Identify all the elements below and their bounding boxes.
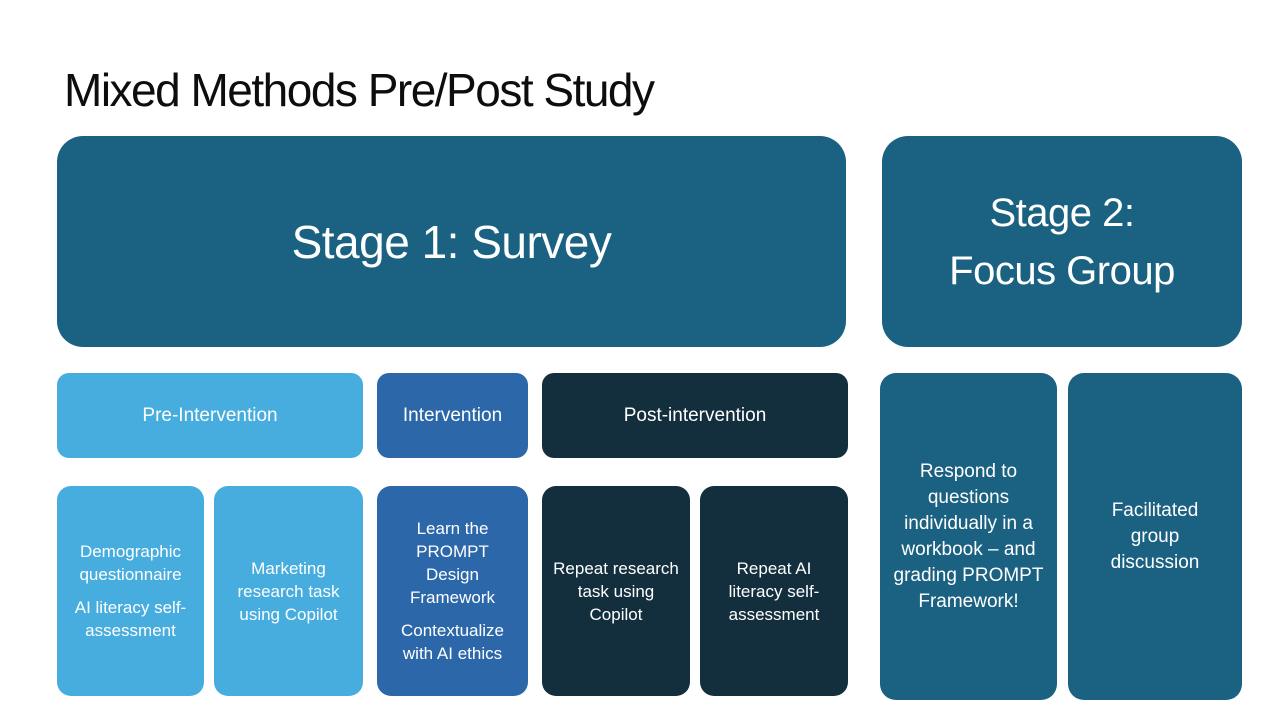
stage2-label-line1: Stage 2: [989, 190, 1135, 235]
phase-post-intervention: Post-intervention [542, 373, 848, 458]
card-marketing-text: Marketing research task using Copilot [237, 558, 340, 624]
phase-post-intervention-label: Post-intervention [623, 404, 767, 426]
stage1-label: Stage 1: Survey [291, 215, 612, 268]
phase-intervention-label: Intervention [402, 404, 503, 426]
stage1-survey-banner: Stage 1: Survey [57, 136, 846, 347]
card-marketing-research-task: Marketing research task using Copilot [214, 486, 363, 696]
slide-title: Mixed Methods Pre/Post Study [64, 64, 655, 116]
card-facilitated-text: Facilitated group discussion [1110, 499, 1200, 573]
card-learn-text-1: Learn the PROMPT Design Framework [409, 519, 495, 607]
phase-intervention: Intervention [377, 373, 528, 458]
stage2-label-line2: Focus Group [949, 248, 1175, 293]
card-facilitated-discussion: Facilitated group discussion [1068, 373, 1242, 700]
phase-pre-intervention: Pre-Intervention [57, 373, 363, 458]
card-repeat-ai-text: Repeat AI literacy self-assessment [728, 558, 820, 624]
card-repeat-research-task: Repeat research task using Copilot [542, 486, 690, 696]
card-demographic-text-2: AI literacy self-assessment [74, 598, 187, 640]
card-demographic-questionnaire: Demographic questionnaire AI literacy se… [57, 486, 204, 696]
card-learn-prompt-framework: Learn the PROMPT Design Framework Contex… [377, 486, 528, 696]
card-repeat-task-text: Repeat research task using Copilot [553, 558, 679, 624]
phase-pre-intervention-label: Pre-Intervention [142, 404, 278, 426]
card-demographic-text-1: Demographic questionnaire [79, 542, 182, 584]
card-repeat-ai-literacy: Repeat AI literacy self-assessment [700, 486, 848, 696]
card-respond-text: Respond to questions individually in a w… [893, 460, 1044, 612]
stage2-focus-group-banner: Stage 2: Focus Group [882, 136, 1242, 347]
card-respond-workbook: Respond to questions individually in a w… [880, 373, 1057, 700]
card-learn-text-2: Contextualize with AI ethics [400, 621, 504, 663]
